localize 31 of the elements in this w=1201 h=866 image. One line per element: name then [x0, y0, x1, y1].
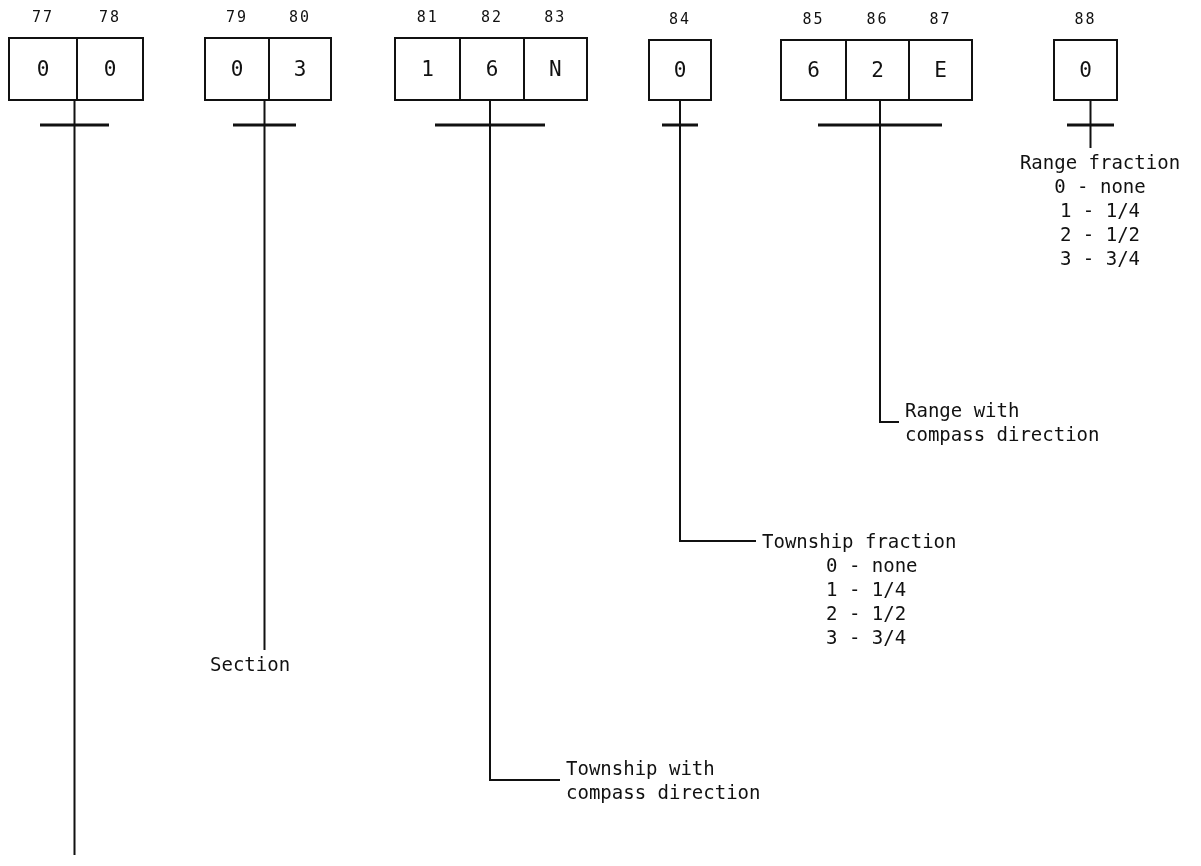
column-number: 88: [1073, 10, 1098, 28]
leader-line: [879, 100, 900, 423]
field-label: Section: [210, 653, 291, 675]
column-number: 86: [865, 10, 890, 28]
leader-line: [263, 100, 266, 651]
leader-line: [489, 100, 561, 781]
column-number: 79: [224, 8, 250, 26]
column-number: 80: [287, 8, 313, 26]
code-value-line: 3 - 3/4: [826, 626, 907, 648]
column-number: 84: [667, 10, 693, 28]
code-value-line: 2 - 1/2: [826, 602, 907, 624]
field-label: Range with compass direction: [905, 399, 1100, 445]
column-number: 82: [479, 8, 504, 26]
code-value-line: 1 - 1/4: [1059, 199, 1141, 221]
column-number: 85: [801, 10, 826, 28]
leader-line: [679, 100, 757, 542]
code-value-line: 1 - 1/4: [826, 578, 907, 600]
field-label: Range fraction: [1019, 151, 1181, 173]
code-value-line: 3 - 3/4: [1059, 247, 1141, 269]
column-number: 83: [543, 8, 568, 26]
leader-line: [1089, 100, 1092, 149]
code-value-line: 0 - none: [826, 554, 918, 576]
column-number: 87: [928, 10, 953, 28]
leader-line: [73, 100, 76, 856]
column-number: 81: [415, 8, 440, 26]
code-value-line: 0 - none: [1054, 175, 1146, 197]
column-number: 77: [30, 8, 56, 26]
field-label: Township with compass direction: [566, 757, 761, 803]
field-label: Township fraction: [762, 530, 957, 552]
column-number: 78: [97, 8, 123, 26]
code-value-line: 2 - 1/2: [1059, 223, 1141, 245]
